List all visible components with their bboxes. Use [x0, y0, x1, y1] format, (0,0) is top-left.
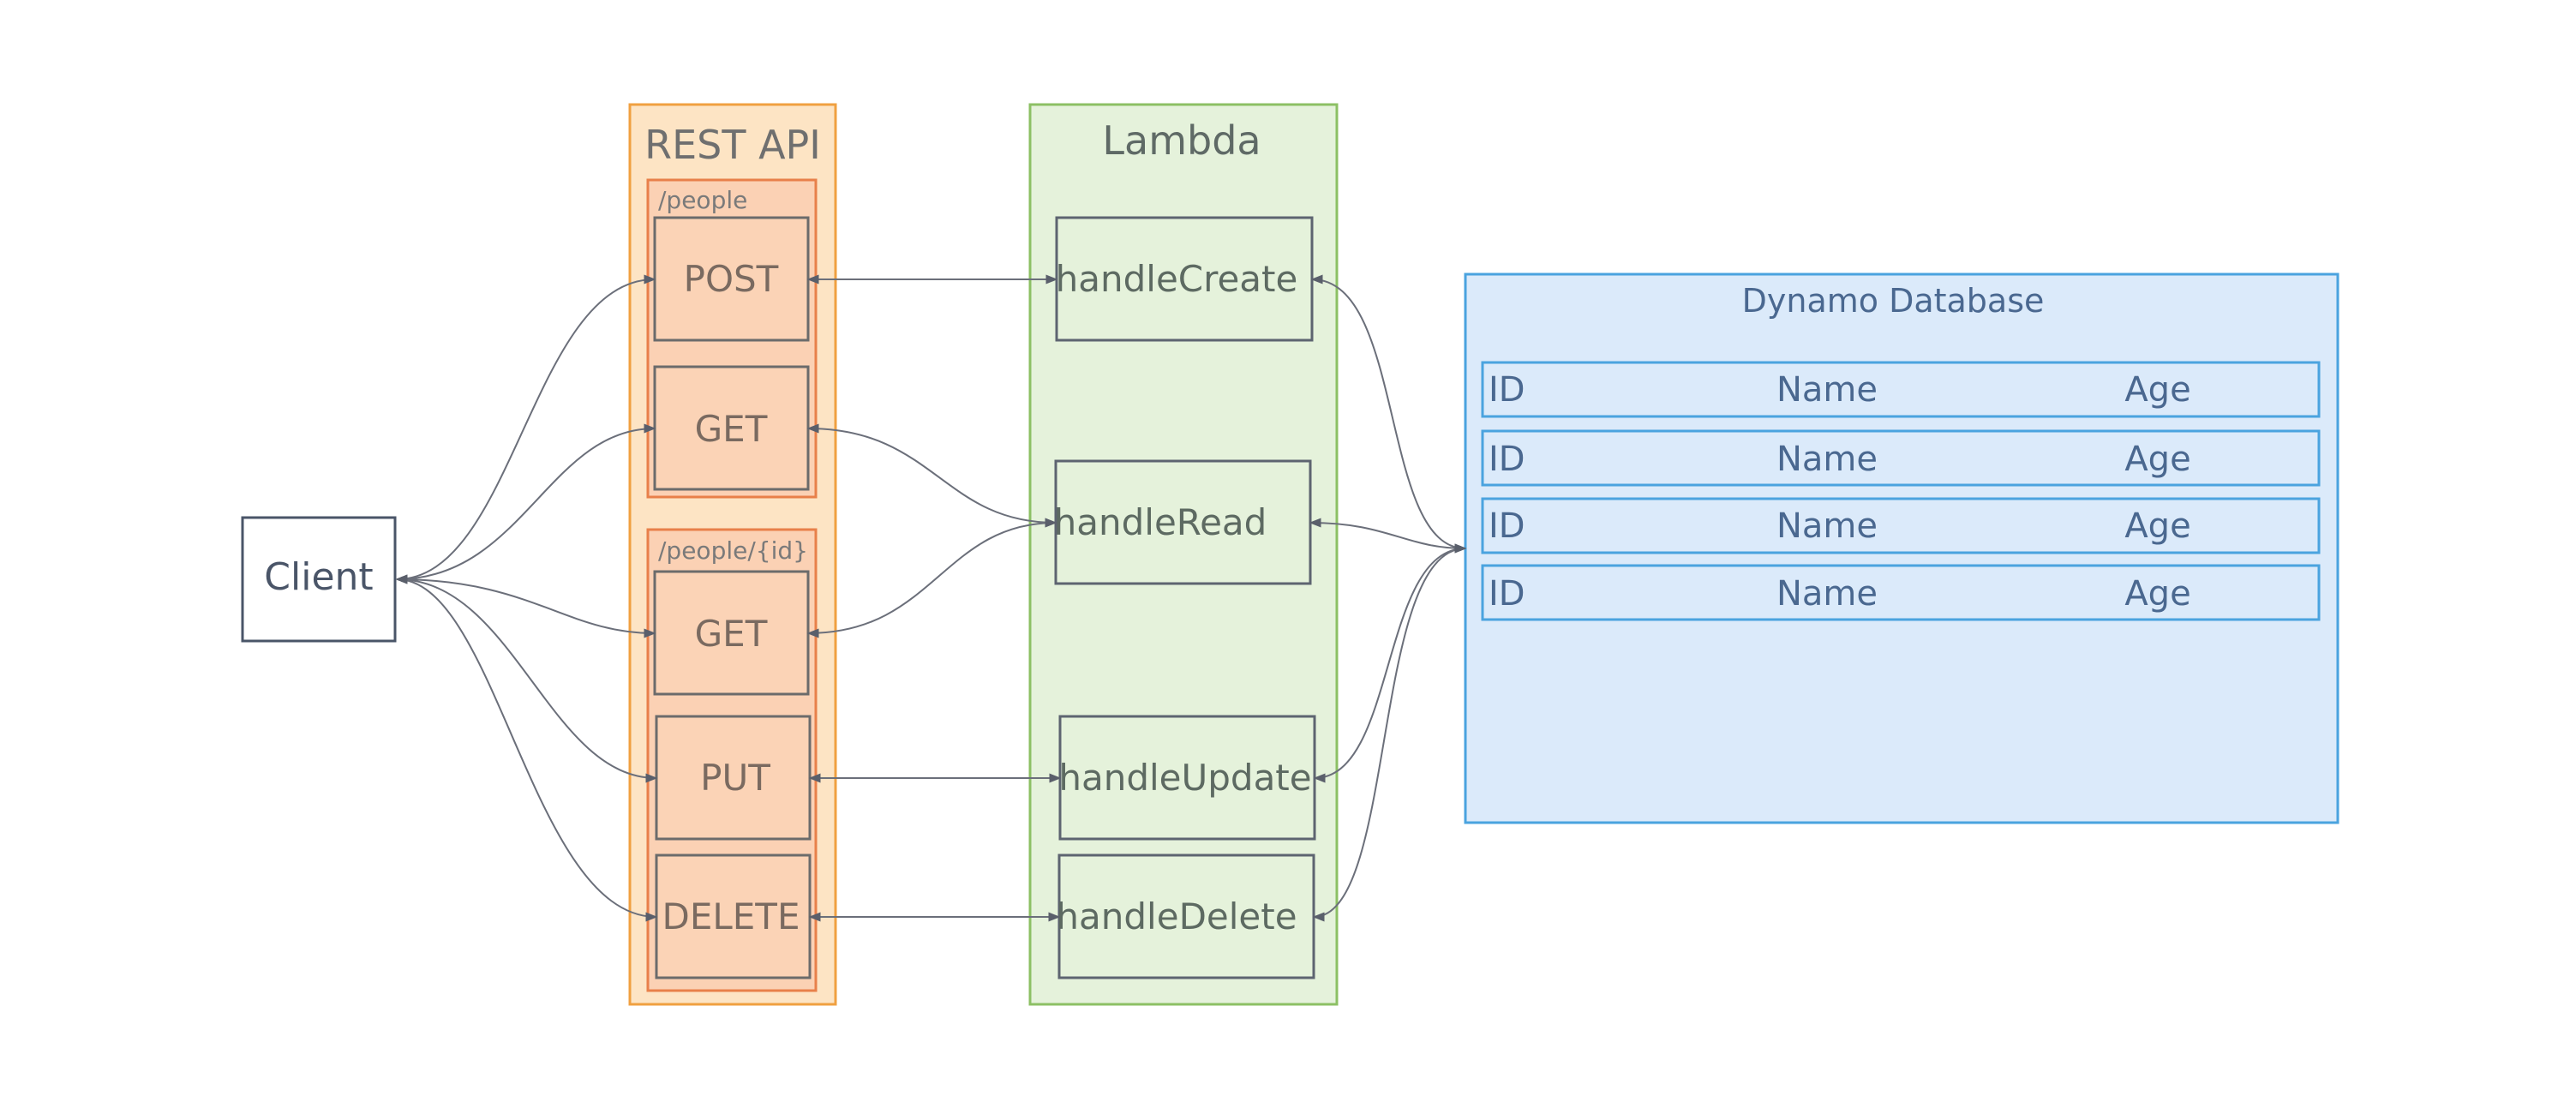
handler-create-label: handleCreate — [1056, 258, 1298, 300]
handler-read-label: handleRead — [1054, 501, 1267, 543]
client-node[interactable]: Client — [241, 516, 397, 643]
method-get-person[interactable]: GET — [653, 570, 810, 696]
handler-read[interactable]: handleRead — [1054, 459, 1312, 585]
handler-update[interactable]: handleUpdate — [1058, 715, 1316, 841]
db-row-age: Age — [2124, 574, 2190, 614]
method-get-person-label: GET — [695, 613, 768, 655]
db-row-name: Name — [1776, 370, 1878, 410]
connectors — [395, 274, 1467, 922]
handler-delete[interactable]: handleDelete — [1056, 853, 1315, 979]
db-row-age: Age — [2124, 440, 2190, 479]
client-label: Client — [264, 555, 373, 599]
db-row-name: Name — [1776, 506, 1878, 546]
database-title: Dynamo Database — [1742, 282, 2045, 320]
db-row[interactable]: ID Name Age — [1481, 361, 2321, 418]
db-row[interactable]: ID Name Age — [1481, 497, 2321, 554]
method-post-label: POST — [684, 258, 779, 300]
rest-api-title: REST API — [644, 122, 821, 168]
method-put[interactable]: PUT — [655, 715, 812, 841]
handler-create[interactable]: handleCreate — [1055, 216, 1314, 342]
people-id-group-path: /people/{id} — [658, 536, 808, 565]
db-row[interactable]: ID Name Age — [1481, 429, 2321, 487]
edge-get-people-read — [806, 423, 1057, 528]
db-row-id: ID — [1489, 440, 1525, 479]
method-get-people-label: GET — [695, 408, 768, 450]
lambda-title: Lambda — [1102, 117, 1261, 164]
edge-client-get-people — [395, 423, 656, 584]
db-row-id: ID — [1489, 506, 1525, 546]
db-row-name: Name — [1776, 440, 1878, 479]
people-group-path: /people — [658, 186, 747, 214]
db-row-id: ID — [1489, 574, 1525, 614]
edge-client-put — [395, 574, 658, 783]
db-row-age: Age — [2124, 506, 2190, 546]
db-row-age: Age — [2124, 370, 2190, 410]
method-delete[interactable]: DELETE — [655, 853, 812, 979]
db-row[interactable]: ID Name Age — [1481, 564, 2321, 621]
handler-update-label: handleUpdate — [1058, 757, 1311, 799]
edge-delete-db — [1312, 543, 1467, 922]
handler-delete-label: handleDelete — [1056, 895, 1297, 937]
method-post[interactable]: POST — [653, 216, 810, 342]
method-delete-label: DELETE — [662, 895, 800, 937]
edge-client-delete — [395, 574, 658, 922]
edge-get-person-read — [806, 518, 1057, 638]
db-row-id: ID — [1489, 370, 1525, 410]
method-get-people[interactable]: GET — [653, 365, 810, 491]
db-row-name: Name — [1776, 574, 1878, 614]
method-put-label: PUT — [700, 757, 770, 799]
edge-client-post — [395, 274, 656, 584]
